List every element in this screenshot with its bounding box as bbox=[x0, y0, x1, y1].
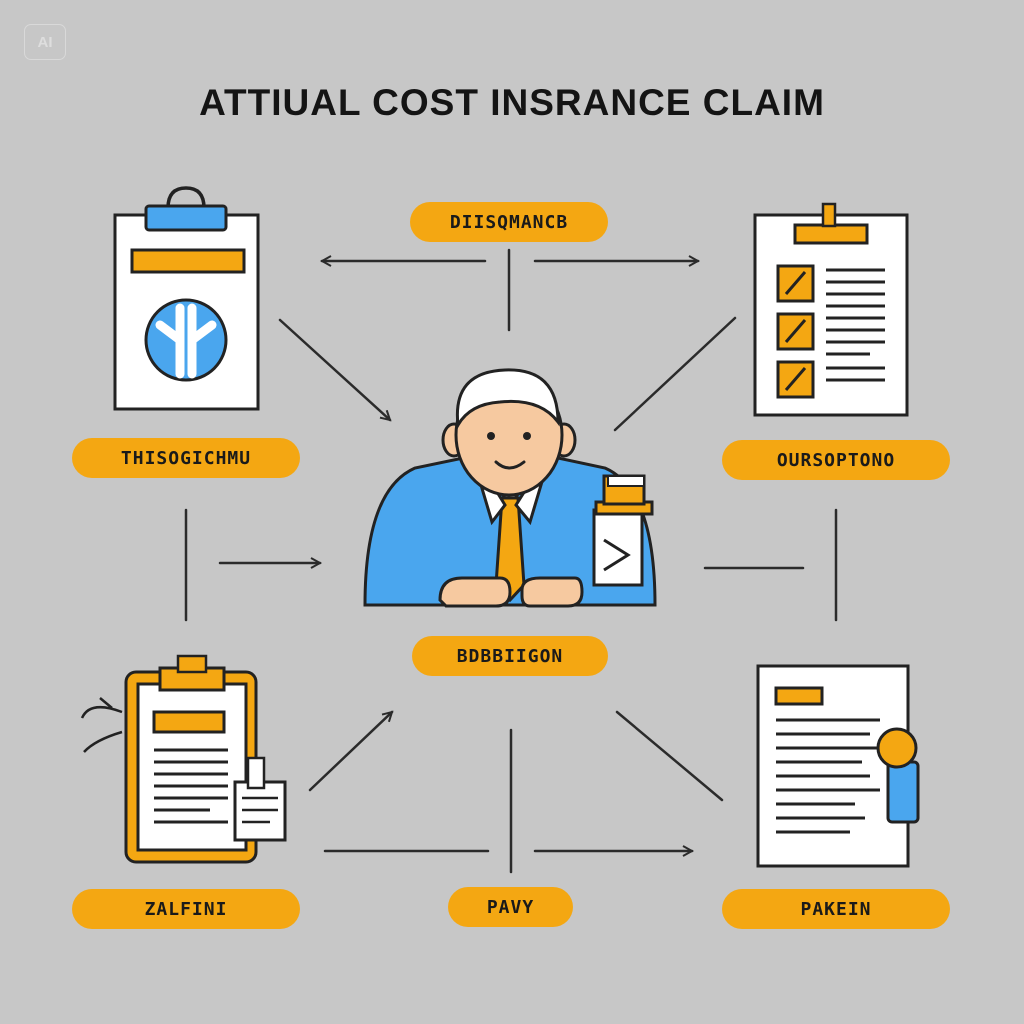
connector-topleft-diagonal-arrow bbox=[278, 318, 390, 420]
connector-topright-diagonal bbox=[613, 316, 737, 432]
label-left-upper: THISOGICHMU bbox=[72, 438, 300, 478]
checklist-clipboard-icon bbox=[753, 202, 909, 417]
label-top: DIISQMANCB bbox=[410, 202, 608, 242]
claim-form-clipboard-icon bbox=[80, 654, 287, 864]
label-left-lower: ZALFINI bbox=[72, 889, 300, 929]
clipboard-medical-icon bbox=[113, 186, 260, 411]
insurance-agent-icon bbox=[363, 368, 657, 608]
diagram-title: ATTIUAL COST INSRANCE CLAIM bbox=[199, 82, 825, 123]
label-center: BDBBIIGON bbox=[412, 636, 608, 676]
label-bottom-center: PAVY bbox=[448, 887, 573, 927]
certified-document-icon bbox=[756, 664, 920, 868]
label-right-upper: OURSOPTONO bbox=[722, 440, 950, 480]
ai-badge: AI bbox=[24, 24, 66, 60]
label-right-lower: PAKEIN bbox=[722, 889, 950, 929]
connector-bottomleft-diagonal-arrow bbox=[308, 712, 392, 792]
connector-bottomright-diagonal bbox=[615, 710, 724, 802]
connectors bbox=[184, 248, 838, 874]
